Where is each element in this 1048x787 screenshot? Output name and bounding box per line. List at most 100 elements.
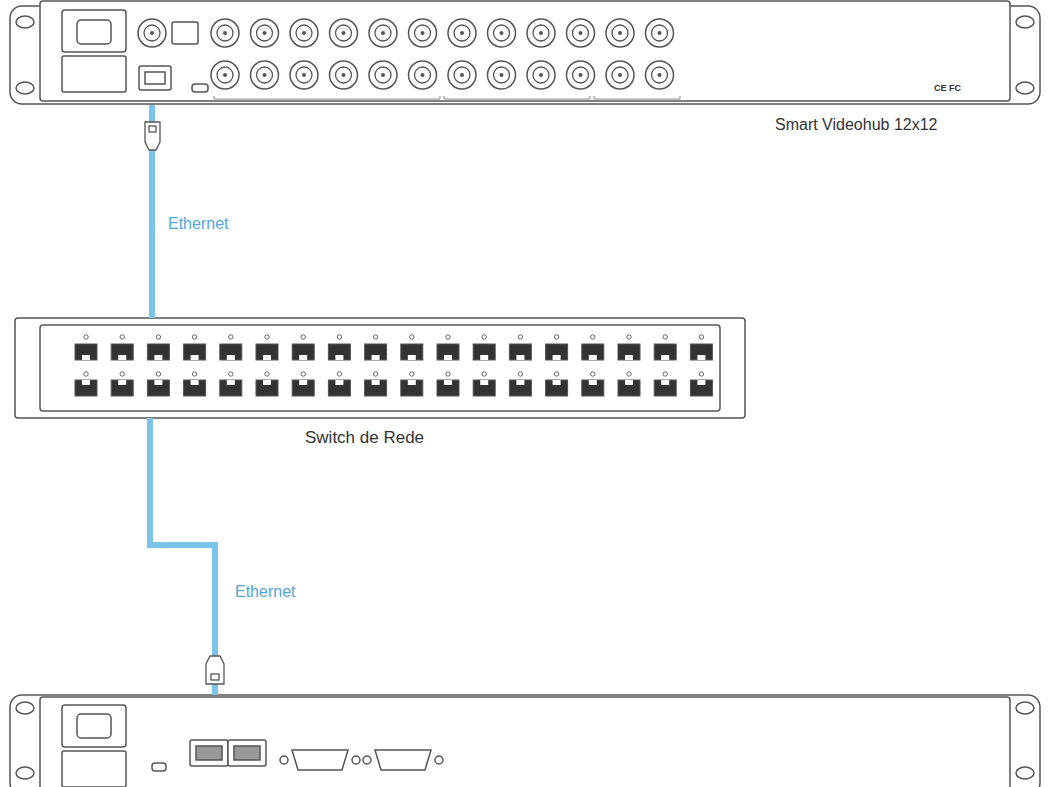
bnc-connector (211, 61, 239, 89)
bnc-inner (573, 67, 589, 83)
bottom-device (10, 695, 1040, 787)
rack-hole (1016, 767, 1034, 779)
port-jack (401, 380, 423, 396)
bnc-outer (646, 19, 674, 47)
bnc-outer (606, 19, 634, 47)
db9-screw (280, 756, 288, 764)
plug-contacts (211, 674, 219, 680)
bnc-pin (460, 73, 464, 77)
db9-port (292, 750, 348, 770)
port-jack (147, 380, 169, 396)
port-led (120, 372, 124, 376)
bnc-outer (330, 19, 358, 47)
bracket (594, 96, 680, 99)
bnc-connector (409, 61, 437, 89)
bnc-connector (448, 19, 476, 47)
bnc-inner (533, 67, 549, 83)
port-latch (444, 380, 452, 385)
bnc-connector (527, 19, 555, 47)
bnc-inner (494, 25, 510, 41)
bnc-inner (612, 25, 628, 41)
power-inlet (62, 705, 126, 747)
switch-port (256, 335, 278, 360)
bnc-pin (263, 31, 267, 35)
switch-port (618, 335, 640, 360)
rear-panel (40, 1, 1010, 101)
port-latch (227, 355, 235, 360)
port-led (301, 372, 305, 376)
port-jack (365, 344, 387, 360)
rear-panel (40, 697, 1010, 787)
switch-port (292, 335, 314, 360)
bnc-connector (646, 61, 674, 89)
port-jack (582, 344, 604, 360)
switch-port (328, 335, 350, 360)
switch-port (111, 372, 133, 396)
bnc-pin (579, 73, 583, 77)
port-latch (408, 355, 416, 360)
port-jack (292, 380, 314, 396)
bnc-inner (144, 25, 160, 41)
bnc-pin (539, 73, 543, 77)
ethernet-plug (206, 656, 224, 684)
port-led (591, 372, 595, 376)
rack-hole (16, 82, 34, 94)
rack-hole (1016, 702, 1034, 714)
rack-hole (16, 767, 34, 779)
port-latch (516, 380, 524, 385)
switch-port (582, 372, 604, 396)
bnc-outer (646, 61, 674, 89)
port-led (482, 335, 486, 339)
device-label: Smart Videohub 12x12 (775, 116, 937, 134)
ethernet-cable (150, 418, 215, 695)
bnc-inner (336, 25, 352, 41)
bnc-pin (381, 31, 385, 35)
switch-port (618, 372, 640, 396)
device-node (10, 695, 1040, 787)
cable-label: Ethernet (168, 215, 228, 233)
switch-port (437, 335, 459, 360)
bnc-connector (251, 19, 279, 47)
switch-port (365, 372, 387, 396)
bnc-outer (567, 19, 595, 47)
port-latch (335, 355, 343, 360)
bnc-connector (369, 61, 397, 89)
port-jack (437, 344, 459, 360)
cable-label: Ethernet (235, 583, 295, 601)
port-led (699, 372, 703, 376)
bnc-inner (217, 67, 233, 83)
bnc-inner (375, 25, 391, 41)
bnc-pin (500, 31, 504, 35)
switch-port (437, 372, 459, 396)
port-led (192, 372, 196, 376)
power-inlet (62, 10, 126, 52)
port-jack (401, 344, 423, 360)
bnc-inner (652, 25, 668, 41)
bnc-inner (573, 25, 589, 41)
port-jack (509, 380, 531, 396)
network-switch (15, 318, 745, 418)
port-led (265, 372, 269, 376)
device-label: Switch de Rede (305, 428, 424, 448)
port-jack (509, 344, 531, 360)
port-latch (191, 380, 199, 385)
switch-port (147, 372, 169, 396)
device-node: Switch de Rede (15, 318, 745, 418)
port-jack (473, 344, 495, 360)
bnc-inner (612, 67, 628, 83)
device-node: Smart Videohub 12x12 (10, 0, 1040, 105)
bnc-pin (381, 73, 385, 77)
switch-port (509, 372, 531, 396)
plug-contacts (149, 126, 156, 132)
power-socket (77, 714, 111, 738)
switch-port (654, 372, 676, 396)
bnc-connector (251, 61, 279, 89)
port-led (663, 372, 667, 376)
switch-port (546, 335, 568, 360)
port-latch (118, 355, 126, 360)
bnc-inner (533, 25, 549, 41)
bnc-outer (211, 19, 239, 47)
bnc-outer (369, 19, 397, 47)
bnc-outer (527, 19, 555, 47)
port-latch (553, 380, 561, 385)
